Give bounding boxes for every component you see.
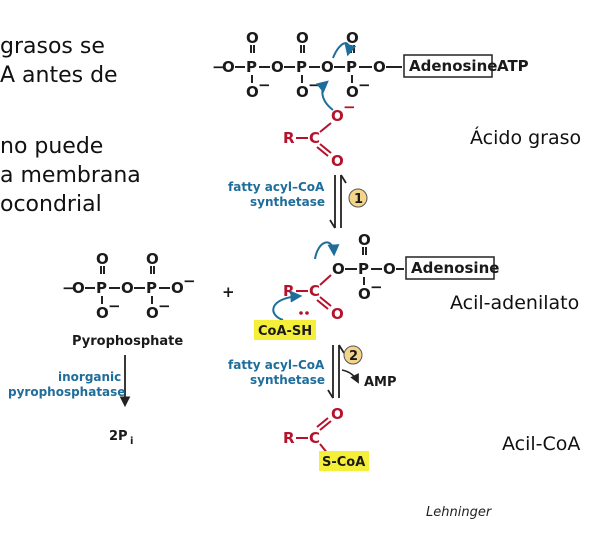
atp-p-2: P [296,58,307,76]
s-coa-highlight [319,451,369,471]
aa-o-bridge: O [332,260,345,278]
atp-label: ATP [497,57,529,75]
aa-o-2: O [383,260,396,278]
pyrophosphatase-line2: pyrophosphatase [8,385,125,399]
ppi-o-top-2: O [146,250,159,268]
ppi-minus-4: − [183,272,196,290]
fa-o-minus: O [331,107,344,125]
ppi-p-1: P [96,279,107,297]
ppi-minus-2: − [108,297,121,315]
coa-attack-arrow-icon [272,290,303,321]
ppi-o-top-1: O [96,250,109,268]
plus-sign: + [222,283,235,301]
slide-text-line-4: a membrana [0,163,141,188]
atp-o-4: O [373,58,386,76]
atp-curved-arrow-icon [332,42,357,59]
atp-o-top-1: O [246,29,259,47]
ppi-o-bot-1: O [96,304,109,322]
ppi-p-2: P [146,279,157,297]
amp-label: AMP [364,375,397,390]
slide-text-line-2: A antes de [0,63,118,88]
aa-o-bot: O [358,285,371,303]
aa-adenosine-label: Adenosine [411,259,499,277]
ac-o-double: O [331,405,344,423]
ppi-o-2: O [121,279,134,297]
slide-text-line-5: ocondrial [0,192,102,217]
enzyme-2-line2: synthetase [250,373,325,387]
slide-text-line-3: no puede [0,134,104,159]
coa-sh: CoA-SH [254,290,316,340]
atp-o-2: O [271,58,284,76]
label-acil-adenilato: Acil-adenilato [450,292,580,314]
adenosine-box-atp [403,54,493,78]
aa-minus: − [370,278,383,296]
ac-r: R [283,429,295,447]
enzyme-1-line1: fatty acyl–CoA [228,180,325,194]
aa-o-top: O [358,231,371,249]
atp-minus-3: − [308,76,321,94]
ac-c: C [309,429,320,447]
pyrophosphatase-line1: inorganic [58,370,121,384]
step-1: fatty acyl–CoA synthetase 1 [228,174,368,229]
product-2pi: 2P [109,429,128,444]
ppi-o-bot-2: O [146,304,159,322]
carboxylate-attack-arrow-icon [315,80,334,111]
atp-o-bot-3: O [346,83,359,101]
fa-minus: − [343,98,356,116]
ppi-o-1: O [72,279,85,297]
ppi-o-3: O [171,279,184,297]
step-2: fatty acyl–CoA synthetase 2 AMP [228,344,397,399]
credit-lehninger: Lehninger [426,505,492,520]
fa-r: R [283,129,295,147]
acyl-adenylate: R C O O P O O − O Adenosine [283,231,499,323]
atp-p-3: P [346,58,357,76]
ppi-minus-3: − [158,297,171,315]
coa-sh-highlight [254,320,316,340]
pyrophosphate-label: Pyrophosphate [72,334,183,349]
label-acido-graso: Ácido graso [470,127,582,149]
s-coa-label: S-CoA [322,455,365,470]
atp-o-top-3: O [346,29,359,47]
atp-minus-2: − [258,76,271,94]
amp-release-arrow-icon [341,369,359,384]
step-1-number: 1 [354,192,363,207]
atp-o-top-2: O [296,29,309,47]
atp-o-1: O [222,58,235,76]
atp-adenosine-label: Adenosine [409,57,497,75]
enzyme-1-line2: synthetase [250,195,325,209]
label-acil-coa: Acil-CoA [502,433,581,455]
enzyme-2-line1: fatty acyl–CoA [228,358,325,372]
atp-minus-4: − [358,76,371,94]
adenosine-box-adenylate [405,256,495,280]
fa-c: C [309,129,320,147]
atp-o-bot-2: O [296,83,309,101]
ppi-minus-1: − [62,279,75,297]
acyl-coa: O R C S-CoA [283,405,369,471]
atp-p-1: P [246,58,257,76]
aa-o-double: O [331,305,344,323]
adenylate-curved-arrow-icon [314,241,340,260]
step-2-number: 2 [349,349,358,364]
atp-molecule: − O P O O − O P O O − O P O O − O Adenos… [212,29,529,101]
product-2pi-sub: i [130,436,133,447]
fatty-acid-carboxylate: O − R C O [283,80,356,170]
atp-o-bot-1: O [246,83,259,101]
pyrophosphate: − O P O O − O P O O − O − Pyrophosphate … [8,250,196,447]
coa-sh-label: CoA-SH [258,324,312,339]
aa-p: P [358,260,369,278]
aa-c: C [309,282,320,300]
atp-o-3: O [321,58,334,76]
atp-minus-1: − [212,58,225,76]
fa-o-double: O [331,152,344,170]
slide-text-line-1: grasos se [0,34,105,59]
